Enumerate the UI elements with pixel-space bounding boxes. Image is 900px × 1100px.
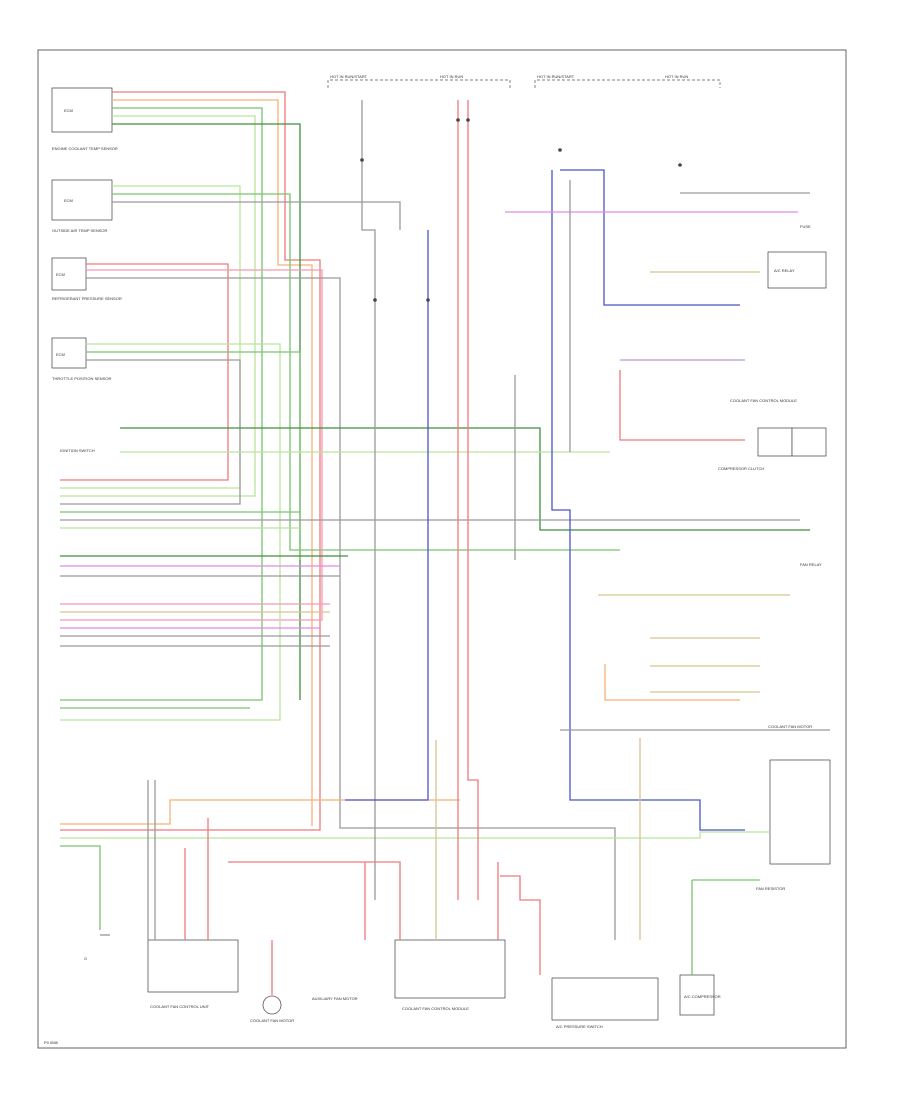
aux-fan-motor-label-group: AUXILIARY FAN MOTOR — [312, 996, 358, 1001]
wire-green-2 — [60, 107, 263, 701]
sensor-label-1: ENGINE COOLANT TEMP SENSOR — [52, 146, 118, 151]
wire-lightgreen-29 — [60, 831, 770, 839]
connector-dot — [678, 163, 682, 167]
wire-lightgreen-5 — [60, 185, 241, 489]
wire-green-30 — [60, 845, 101, 930]
svg-text:ECM: ECM — [56, 272, 65, 277]
fan-motor-label: COOLANT FAN MOTOR — [768, 724, 812, 729]
wire-gray-7 — [112, 201, 401, 230]
fan-resistor-label: FAN RESISTOR — [756, 886, 785, 891]
wire-green-6 — [112, 193, 620, 551]
wire-green-12 — [86, 351, 301, 560]
connector-dot — [373, 298, 377, 302]
svg-text:COOLANT FAN CONTROL UNIT: COOLANT FAN CONTROL UNIT — [150, 1004, 210, 1009]
ground-symbol: G — [84, 934, 110, 961]
hot-run-label-b: HOT IN RUN — [665, 74, 688, 79]
sensor-label-3: REFRIGERANT PRESSURE SENSOR — [52, 296, 122, 301]
footer-code: P0 0M8 — [44, 1040, 59, 1045]
pressure-switch-box: A/C PRESSURE SWITCH — [551, 977, 659, 1029]
svg-text:COMPRESSOR CLUTCH: COMPRESSOR CLUTCH — [718, 466, 764, 471]
compressor-clutch-box: COMPRESSOR CLUTCH — [718, 427, 827, 471]
diagram-border — [37, 49, 847, 1049]
connector-dot — [558, 148, 562, 152]
wire-gray-31 — [361, 100, 376, 900]
connector-dot — [466, 118, 470, 122]
svg-text:AUXILIARY FAN MOTOR: AUXILIARY FAN MOTOR — [312, 996, 358, 1001]
svg-text:A/C RELAY: A/C RELAY — [774, 268, 795, 273]
sensor-label-2: OUTSIDE AIR TEMP SENSOR — [52, 228, 108, 233]
hot-run-label-a: HOT IN RUN — [440, 74, 463, 79]
ac-compressor-box: A/C COMPRESSOR — [679, 974, 721, 1016]
hot-run-start-label-a: HOT IN RUN/START — [330, 74, 368, 79]
sensor-label-4: THROTTLE POSITION SENSOR — [52, 376, 111, 381]
fuse-label: FUSE — [800, 224, 811, 229]
wire-orange-44 — [604, 664, 740, 701]
svg-text:ECM: ECM — [64, 198, 73, 203]
connector-dot — [456, 118, 460, 122]
ecm-module-1: ECM ENGINE COOLANT TEMP SENSOR — [51, 87, 118, 151]
wire-gray-10 — [86, 277, 616, 940]
wire-red-49 — [228, 861, 401, 940]
svg-text:ECM: ECM — [64, 108, 73, 113]
power-feed-group-right: HOT IN RUN/START HOT IN RUN — [534, 74, 721, 88]
fan-motor-bottom: COOLANT FAN MOTOR — [250, 995, 294, 1023]
wires — [60, 91, 830, 995]
wire-orange-28 — [60, 799, 460, 825]
wire-darkgreen-14 — [120, 427, 810, 531]
connector-dot — [426, 298, 430, 302]
wire-lightgreen-3 — [60, 115, 256, 497]
ecm-module-4: ECM THROTTLE POSITION SENSOR — [51, 337, 111, 381]
ac-relay-box: A/C RELAY — [767, 251, 827, 289]
wire-lightgreen-11 — [60, 343, 281, 721]
connector-dot — [360, 158, 364, 162]
wire-red-41 — [619, 370, 745, 441]
wire-pink-9 — [60, 269, 323, 621]
coolant-fan-control-unit: COOLANT FAN CONTROL UNIT — [147, 939, 239, 1009]
svg-text:A/C COMPRESSOR: A/C COMPRESSOR — [684, 994, 721, 999]
fan-resistor-box — [769, 759, 831, 865]
wire-blue-35 — [345, 400, 429, 801]
wire-blue-37 — [560, 169, 740, 306]
wire-blue-36 — [551, 170, 745, 831]
svg-text:A/C PRESSURE SWITCH: A/C PRESSURE SWITCH — [556, 1024, 603, 1029]
wire-red-51 — [500, 875, 541, 975]
ecm-module-2: ECM OUTSIDE AIR TEMP SENSOR — [51, 179, 113, 233]
svg-text:G: G — [84, 956, 87, 961]
wire-red-8 — [60, 263, 229, 481]
wire-red-33 — [467, 100, 479, 900]
fan-control-module-bottom: COOLANT FAN CONTROL MODULE — [394, 939, 506, 1011]
svg-text:COOLANT FAN CONTROL MODULE: COOLANT FAN CONTROL MODULE — [402, 1006, 469, 1011]
wire-gray-13 — [60, 359, 241, 505]
svg-text:ECM: ECM — [56, 352, 65, 357]
wire-red-0 — [60, 91, 321, 831]
ignition-label: IGNITION SWITCH — [60, 448, 95, 453]
power-feed-group-left: HOT IN RUN/START HOT IN RUN — [327, 74, 511, 88]
hot-run-start-label-b: HOT IN RUN/START — [537, 74, 575, 79]
ecm-module-3: ECM REFRIGERANT PRESSURE SENSOR — [51, 257, 122, 301]
fan-relay-label: FAN RELAY — [800, 562, 822, 567]
fan-control-module-label: COOLANT FAN CONTROL MODULE — [730, 398, 797, 403]
svg-text:COOLANT FAN MOTOR: COOLANT FAN MOTOR — [250, 1018, 294, 1023]
